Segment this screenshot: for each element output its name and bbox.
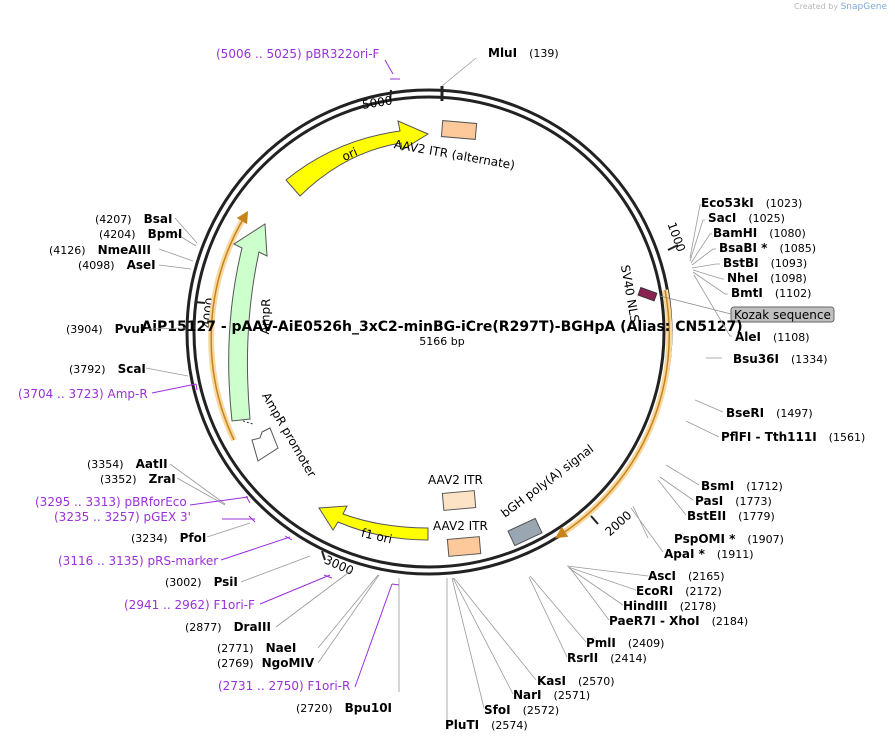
tick-5000: 5000 (361, 93, 393, 112)
primer-pbrforeco: (3295 .. 3313) pBRforEco (35, 495, 187, 509)
enzyme-pasi: PasI(1773) (695, 494, 772, 508)
tick-1000: 1000 (665, 220, 689, 253)
ampr-label: AmpR (258, 298, 273, 334)
enzyme-mlui: MluI(139) (488, 46, 559, 60)
enzyme-nmeaiii: (4126)NmeAIII (49, 243, 151, 257)
itr-label-upper: AAV2 ITR (428, 473, 483, 487)
enzyme-sfoi: SfoI(2572) (484, 703, 559, 717)
enzyme-rsrii: RsrII(2414) (567, 651, 647, 665)
enzyme-nari: NarI(2571) (513, 688, 590, 702)
enzyme-apai: ApaI *(1911) (664, 547, 753, 561)
enzyme-labels: MluI(139) Eco53kI(1023) SacI(1025) BamHI… (49, 46, 865, 732)
ori-label: ori (340, 145, 360, 164)
enzyme-aatii: (3354)AatII (87, 457, 168, 471)
enzyme-nhei: NheI(1098) (727, 271, 807, 285)
enzyme-bstbi: BstBI(1093) (723, 256, 807, 270)
primer-pbr322ori-f: (5006 .. 5025) pBR322ori-F (216, 47, 380, 61)
tick-2000: 2000 (602, 508, 634, 539)
primer-labels: (5006 .. 5025) pBR322ori-F (3704 .. 3723… (18, 47, 380, 693)
created-by-text: Created by (794, 2, 839, 11)
enzyme-pspomi: PspOMI *(1907) (674, 532, 784, 546)
enzyme-alei: AleI(1108) (735, 330, 810, 344)
snapgene-logo-text: SnapGene (840, 2, 887, 12)
itr-alternate-box (440, 120, 478, 140)
enzyme-asci: AscI(2165) (648, 569, 725, 583)
enzyme-draiii: (2877)DraIII (185, 620, 271, 634)
enzyme-bsabi: BsaBI *(1085) (719, 241, 816, 255)
nls-feature: SV40 NLS Kozak sequence (618, 264, 835, 324)
enzyme-ecori: EcoRI(2172) (636, 584, 722, 598)
enzyme-bpmi: (4204)BpmI (99, 227, 182, 241)
enzyme-eco53ki: Eco53kI(1023) (701, 196, 802, 210)
enzyme-saci: SacI(1025) (708, 211, 785, 225)
primer-amp-r: (3704 .. 3723) Amp-R (18, 387, 148, 401)
enzyme-hindiii: HindIII(2178) (623, 599, 716, 613)
itr-label-lower: AAV2 ITR (433, 519, 488, 533)
enzyme-pflfi: PflFI - Tth111I(1561) (721, 430, 865, 444)
itr-box-lower (446, 536, 482, 557)
bgh-box (507, 517, 543, 547)
ampr-feature: AmpR (228, 223, 273, 422)
enzyme-paer7i: PaeR7I - XhoI(2184) (609, 614, 748, 628)
primer-f1ori-f: (2941 .. 2962) F1ori-F (124, 598, 255, 612)
enzyme-bseri: BseRI(1497) (726, 406, 813, 420)
enzyme-zrai: (3352)ZraI (100, 472, 176, 486)
bgh-label: bGH poly(A) signal (498, 442, 596, 521)
enzyme-pmli: PmlI(2409) (586, 636, 664, 650)
primer-leaders (151, 59, 400, 688)
kozak-label: Kozak sequence (734, 308, 831, 322)
f1-ori-feature: f1 ori (318, 505, 429, 547)
enzyme-bsmi: BsmI(1712) (701, 479, 783, 493)
primer-pgex3: (3235 .. 3257) pGEX 3' (54, 510, 191, 524)
ori-feature: ori (285, 120, 430, 197)
enzyme-scai: (3792)ScaI (69, 362, 146, 376)
itr-box-upper (441, 490, 477, 511)
itr-alternate-label: AAV2 ITR (alternate) (393, 137, 516, 172)
enzyme-ngomiv: (2769)NgoMIV (217, 656, 315, 670)
enzyme-psii: (3002)PsiI (165, 575, 238, 589)
enzyme-bsu36i: Bsu36I(1334) (733, 352, 828, 366)
enzyme-pluti: PluTI(2574) (445, 718, 528, 732)
enzyme-bamhi: BamHI(1080) (713, 226, 806, 240)
enzyme-bsai: (4207)BsaI (95, 212, 172, 226)
f1-ori-label: f1 ori (360, 526, 394, 547)
enzyme-kasi: KasI(2570) (537, 674, 615, 688)
enzyme-leaders (145, 57, 732, 724)
snapgene-brand: Created by SnapGene (794, 2, 887, 12)
map-length: 5166 bp (419, 335, 464, 348)
enzyme-bmti: BmtI(1102) (731, 286, 811, 300)
enzyme-naei: (2771)NaeI (217, 641, 296, 655)
primer-f1ori-r: (2731 .. 2750) F1ori-R (218, 679, 350, 693)
enzyme-bsteii: BstEII(1779) (687, 509, 775, 523)
map-title: AiP15127 - pAAV-AiE0526h_3xC2-minBG-iCre… (141, 319, 742, 335)
enzyme-pvui: (3904)PvuI (66, 322, 144, 336)
enzyme-pfoi: (3234)PfoI (131, 531, 206, 545)
enzyme-bpu10i: (2720)Bpu10I (296, 701, 392, 715)
kozak-box (730, 306, 835, 323)
ampr-promoter-feature: AmpR promoter (242, 390, 319, 480)
primer-prs-marker: (3116 .. 3135) pRS-marker (58, 554, 218, 568)
bgh-feature: bGH poly(A) signal (498, 442, 596, 547)
orf-arcs (208, 210, 673, 539)
sv40-nls-box (637, 286, 658, 302)
enzyme-asei: (4098)AseI (78, 258, 156, 272)
